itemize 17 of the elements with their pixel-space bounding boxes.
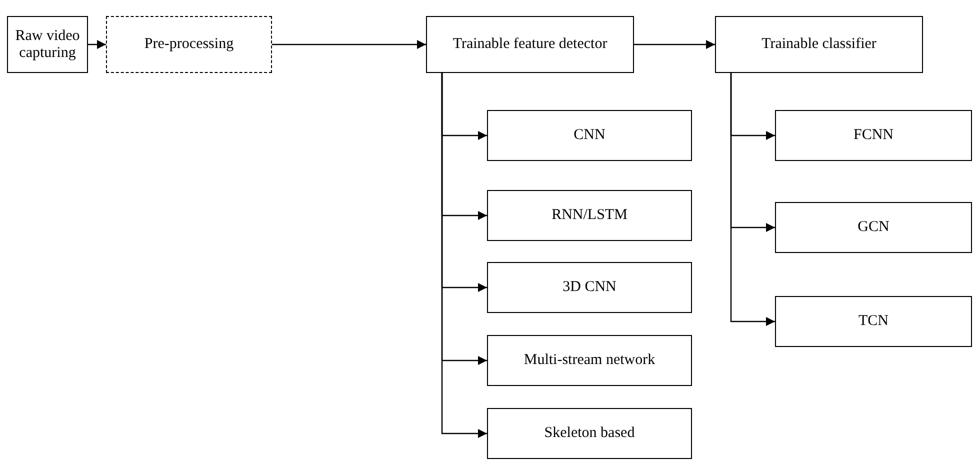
arrow xyxy=(441,73,487,438)
arrow xyxy=(730,73,775,326)
process-box: TCN xyxy=(775,296,972,347)
process-box: Trainable classifier xyxy=(715,16,923,73)
arrow xyxy=(88,40,106,49)
process-box: 3D CNN xyxy=(487,262,692,313)
process-box: CNN xyxy=(487,110,692,161)
process-box: RNN/LSTM xyxy=(487,190,692,241)
process-box: Raw video capturing xyxy=(7,16,88,73)
process-box: Multi-stream network xyxy=(487,335,692,386)
arrow xyxy=(272,40,426,49)
process-box: Skeleton based xyxy=(487,408,692,459)
dashed-process-box: Pre-processing xyxy=(106,16,272,73)
process-box: GCN xyxy=(775,202,972,253)
arrow xyxy=(634,40,715,49)
process-box: Trainable feature detector xyxy=(426,16,634,73)
process-box: FCNN xyxy=(775,110,972,161)
